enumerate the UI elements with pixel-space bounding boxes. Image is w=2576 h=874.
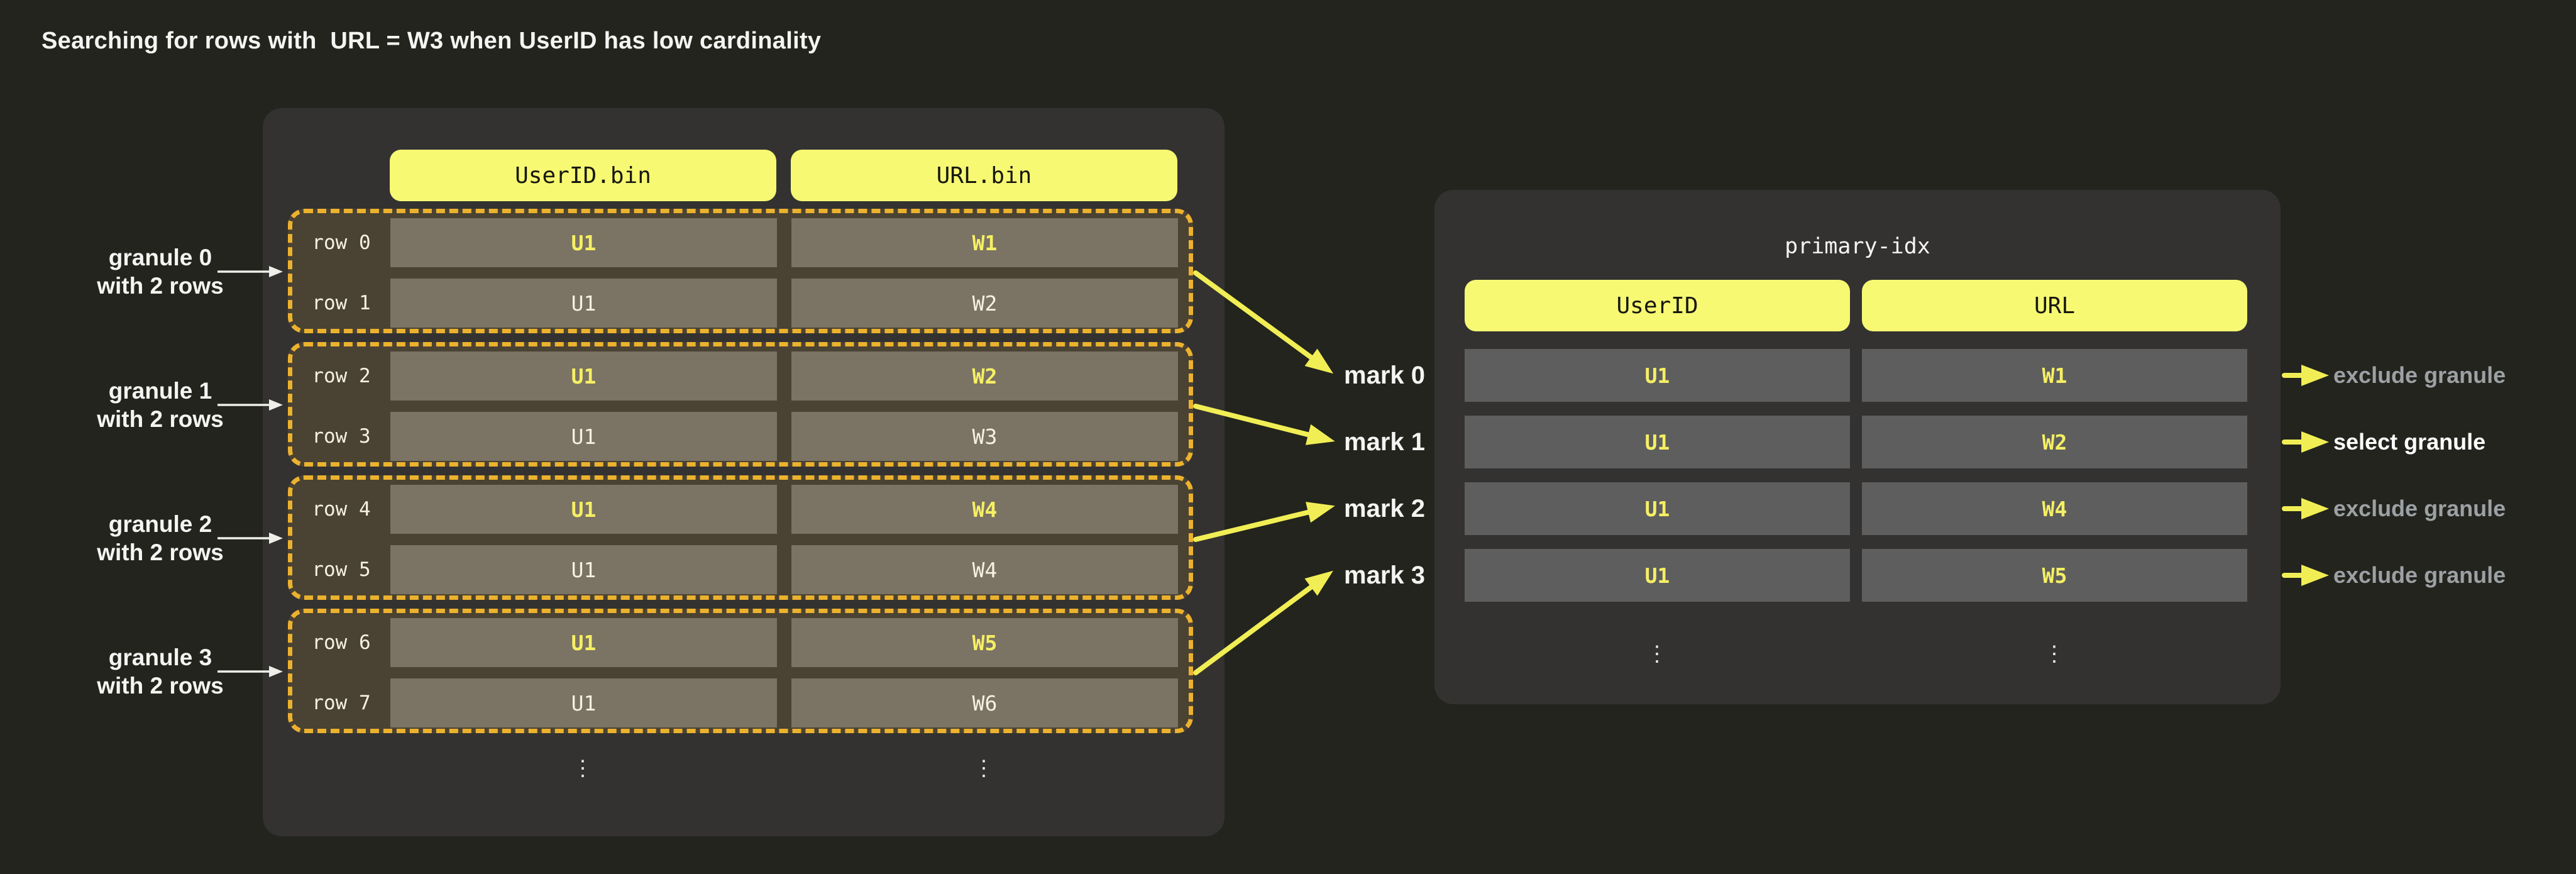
row-0-label: row 0 bbox=[312, 231, 371, 254]
table-row: row 7 U1 W6 bbox=[292, 678, 1189, 727]
table-row: row 0 U1 W1 bbox=[292, 218, 1189, 267]
row-3-url-cell: W3 bbox=[791, 412, 1178, 461]
granule-1-label: granule 1 with 2 rows bbox=[53, 377, 267, 433]
table-row: row 1 U1 W2 bbox=[292, 279, 1189, 328]
granule-2-label-line2: with 2 rows bbox=[97, 539, 224, 565]
row-1-url-cell: W2 bbox=[791, 279, 1178, 328]
row-3-userid-cell: U1 bbox=[390, 412, 777, 461]
mark-1-label: mark 1 bbox=[1344, 428, 1425, 456]
granule-1-label-line2: with 2 rows bbox=[97, 406, 224, 432]
granule-3-label-line2: with 2 rows bbox=[97, 673, 224, 699]
granule-2-label-line1: granule 2 bbox=[108, 511, 212, 537]
row-2-url-cell: W2 bbox=[791, 351, 1178, 401]
granule-3-label-line1: granule 3 bbox=[108, 644, 212, 670]
mark-3-label: mark 3 bbox=[1344, 561, 1425, 589]
table-row: row 4 U1 W4 bbox=[292, 485, 1189, 534]
table-row: row 2 U1 W2 bbox=[292, 351, 1189, 401]
granule-0-label: granule 0 with 2 rows bbox=[53, 243, 267, 300]
row-5-label: row 5 bbox=[312, 558, 371, 581]
userid-idx-header: UserID bbox=[1465, 280, 1850, 331]
idx-row-3-url-cell: W5 bbox=[1862, 549, 2247, 602]
granule-3-box: row 6 U1 W5 row 7 U1 W6 bbox=[288, 609, 1193, 733]
row-2-label: row 2 bbox=[312, 365, 371, 387]
userid-column-ellipsis: ⋮ bbox=[572, 756, 593, 781]
granule-0-box: row 0 U1 W1 row 1 U1 W2 bbox=[288, 209, 1193, 333]
granule-3-label: granule 3 with 2 rows bbox=[53, 643, 267, 700]
url-idx-header: URL bbox=[1862, 280, 2247, 331]
granule-2-box: row 4 U1 W4 row 5 U1 W4 bbox=[288, 475, 1193, 600]
row-6-userid-cell: U1 bbox=[390, 618, 777, 667]
action-label-exclude-1: exclude granule bbox=[2333, 495, 2506, 521]
granule-1-box: row 2 U1 W2 row 3 U1 W3 bbox=[288, 342, 1193, 467]
row-7-label: row 7 bbox=[312, 692, 371, 714]
row-4-label: row 4 bbox=[312, 498, 371, 521]
idx-row-0-userid-cell: U1 bbox=[1465, 349, 1850, 402]
bin-files-panel: UserID.bin URL.bin row 0 U1 W1 row 1 U1 … bbox=[263, 108, 1225, 836]
table-row: row 3 U1 W3 bbox=[292, 412, 1189, 461]
granule-0-label-line2: with 2 rows bbox=[97, 273, 224, 299]
action-label-exclude-0: exclude granule bbox=[2333, 362, 2506, 388]
row-5-userid-cell: U1 bbox=[390, 545, 777, 594]
granule-2-label: granule 2 with 2 rows bbox=[53, 510, 267, 567]
table-row: row 5 U1 W4 bbox=[292, 545, 1189, 594]
primary-idx-panel: primary-idx UserID URL U1 W1 U1 W2 U1 W4… bbox=[1434, 190, 2281, 704]
idx-row-2-url-cell: W4 bbox=[1862, 482, 2247, 535]
action-label-select: select granule bbox=[2333, 429, 2486, 455]
granule-0-label-line1: granule 0 bbox=[108, 245, 212, 270]
idx-row-3-userid-cell: U1 bbox=[1465, 549, 1850, 602]
granule-1-label-line1: granule 1 bbox=[108, 378, 212, 404]
row-6-label: row 6 bbox=[312, 631, 371, 654]
row-4-userid-cell: U1 bbox=[390, 485, 777, 534]
action-label-exclude-2: exclude granule bbox=[2333, 562, 2506, 588]
idx-row-1-userid-cell: U1 bbox=[1465, 416, 1850, 468]
mark-2-label: mark 2 bbox=[1344, 495, 1425, 523]
row-2-userid-cell: U1 bbox=[390, 351, 777, 401]
url-column-ellipsis: ⋮ bbox=[973, 756, 994, 781]
idx-row-0-url-cell: W1 bbox=[1862, 349, 2247, 402]
row-5-url-cell: W4 bbox=[791, 545, 1178, 594]
row-0-userid-cell: U1 bbox=[390, 218, 777, 267]
primary-idx-title: primary-idx bbox=[1785, 234, 1930, 259]
page-title: Searching for rows with URL = W3 when Us… bbox=[41, 28, 822, 54]
row-0-url-cell: W1 bbox=[791, 218, 1178, 267]
row-1-userid-cell: U1 bbox=[390, 279, 777, 328]
idx-userid-column-ellipsis: ⋮ bbox=[1646, 641, 1668, 667]
row-1-label: row 1 bbox=[312, 292, 371, 314]
row-7-userid-cell: U1 bbox=[390, 678, 777, 727]
idx-row-1-url-cell: W2 bbox=[1862, 416, 2247, 468]
idx-url-column-ellipsis: ⋮ bbox=[2044, 641, 2065, 667]
userid-bin-header: UserID.bin bbox=[390, 150, 776, 201]
idx-row-2-userid-cell: U1 bbox=[1465, 482, 1850, 535]
mark-0-label: mark 0 bbox=[1344, 362, 1425, 389]
url-bin-header: URL.bin bbox=[791, 150, 1177, 201]
row-7-url-cell: W6 bbox=[791, 678, 1178, 727]
table-row: row 6 U1 W5 bbox=[292, 618, 1189, 667]
row-3-label: row 3 bbox=[312, 425, 371, 448]
row-6-url-cell: W5 bbox=[791, 618, 1178, 667]
row-4-url-cell: W4 bbox=[791, 485, 1178, 534]
